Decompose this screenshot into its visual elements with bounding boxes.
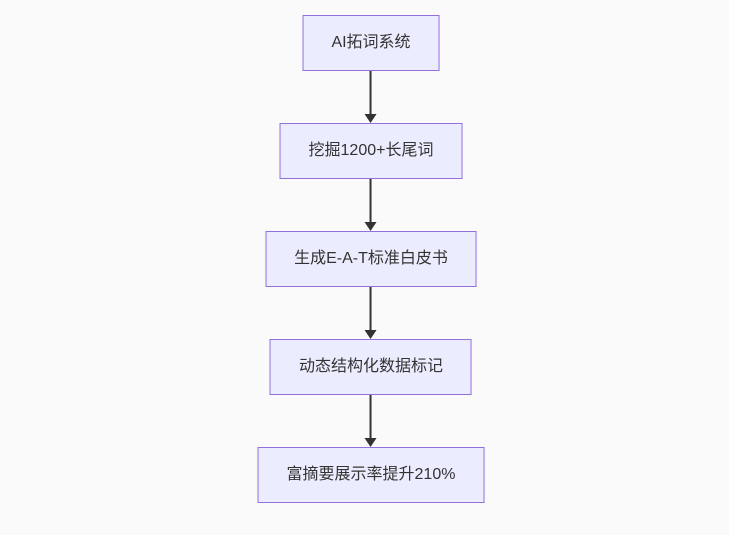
flow-node-n3: 生成E-A-T标准白皮书 xyxy=(265,231,477,287)
edge-arrow-n2-n3 xyxy=(365,179,377,231)
edge-arrow-n4-n5 xyxy=(365,395,377,447)
edge-arrow-n1-n2 xyxy=(365,71,377,123)
arrow-shaft xyxy=(370,71,372,114)
arrow-shaft xyxy=(370,395,372,438)
arrow-shaft xyxy=(370,179,372,222)
arrowhead-down-icon xyxy=(365,438,377,447)
flow-node-n4: 动态结构化数据标记 xyxy=(269,339,472,395)
arrow-shaft xyxy=(370,287,372,330)
flow-node-n1: AI拓词系统 xyxy=(302,15,440,71)
arrowhead-down-icon xyxy=(365,114,377,123)
flow-node-n5: 富摘要展示率提升210% xyxy=(257,447,485,503)
edge-arrow-n3-n4 xyxy=(365,287,377,339)
flowchart: AI拓词系统挖掘1200+长尾词生成E-A-T标准白皮书动态结构化数据标记富摘要… xyxy=(257,15,485,503)
arrowhead-down-icon xyxy=(365,330,377,339)
arrowhead-down-icon xyxy=(365,222,377,231)
flow-node-n2: 挖掘1200+长尾词 xyxy=(279,123,463,179)
